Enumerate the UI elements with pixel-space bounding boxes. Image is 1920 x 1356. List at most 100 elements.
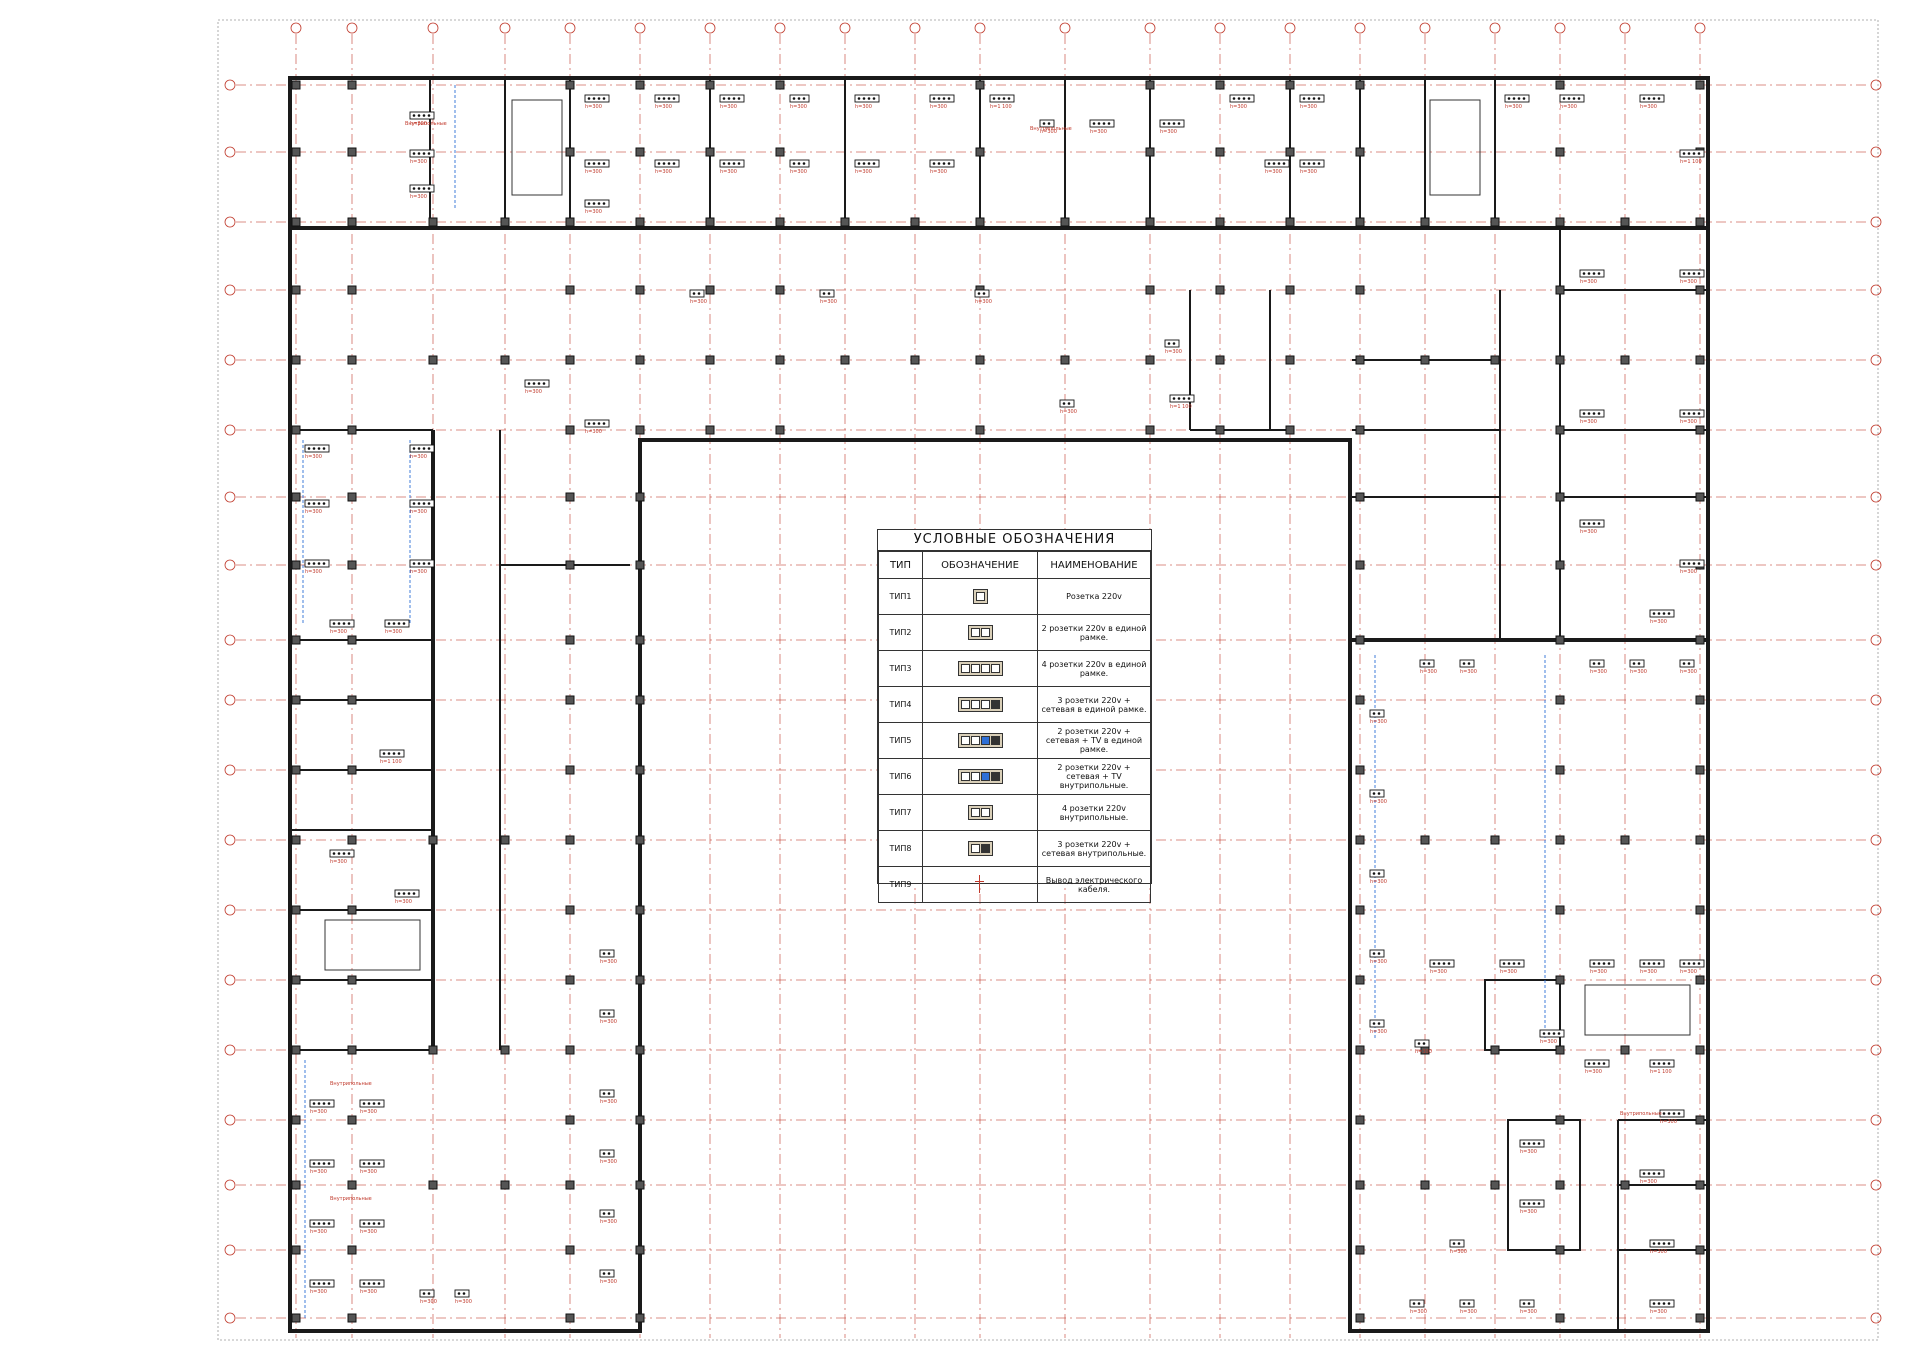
column-marker	[635, 695, 645, 705]
stair-top-left	[511, 99, 563, 196]
axis-bubble	[974, 22, 986, 34]
column-marker	[1355, 765, 1365, 775]
socket-marker: h=300	[1449, 1239, 1467, 1255]
socket-marker: h=300	[929, 159, 955, 175]
column-marker	[565, 1313, 575, 1323]
axis-bubble	[1870, 764, 1882, 776]
socket-height-label: h=300	[1370, 1029, 1387, 1035]
socket-marker: h=300	[359, 1159, 385, 1175]
socket-marker: h=300	[409, 149, 435, 165]
socket-marker: h=300	[1649, 609, 1675, 625]
column-marker	[1355, 80, 1365, 90]
socket-height-label: h=300	[1560, 104, 1577, 110]
socket-marker: h=300	[1414, 1039, 1432, 1055]
column-marker	[565, 975, 575, 985]
column-marker	[705, 80, 715, 90]
legend-name: 2 розетки 220v в единой рамке.	[1037, 614, 1151, 651]
socket-height-label: h=300	[1660, 1119, 1677, 1125]
legend-type: ТИП9	[878, 866, 923, 903]
socket-height-label: h=300	[1650, 1309, 1667, 1315]
column-marker	[1420, 1180, 1430, 1190]
column-marker	[635, 835, 645, 845]
axis-bubble	[224, 904, 236, 916]
axis-bubble	[839, 22, 851, 34]
column-marker	[565, 905, 575, 915]
floor-socket-2-net-tv-icon	[957, 769, 1003, 784]
column-marker	[1490, 355, 1500, 365]
column-marker	[1695, 1245, 1705, 1255]
column-marker	[635, 147, 645, 157]
socket-height-label: h=300	[1060, 409, 1077, 415]
socket-height-label: h=300	[410, 159, 427, 165]
socket-marker: h=1 100	[1649, 1059, 1675, 1075]
socket-height-label: h=300	[600, 1279, 617, 1285]
socket-marker: h=300	[599, 949, 617, 965]
column-marker	[565, 1245, 575, 1255]
column-marker	[347, 975, 357, 985]
column-marker	[347, 492, 357, 502]
socket-height-label: h=300	[410, 121, 427, 127]
socket-marker: h=300	[654, 159, 680, 175]
column-marker	[1695, 355, 1705, 365]
socket-height-label: h=300	[360, 1229, 377, 1235]
column-marker	[1215, 355, 1225, 365]
socket-marker: h=300	[1579, 409, 1605, 425]
column-marker	[635, 1115, 645, 1125]
socket-height-label: h=300	[1300, 169, 1317, 175]
socket-height-label: h=300	[1630, 669, 1647, 675]
socket-marker: h=300	[584, 94, 610, 110]
axis-bubble	[1870, 974, 1882, 986]
column-marker	[775, 425, 785, 435]
socket-height-label: h=300	[330, 859, 347, 865]
legend-header-name: НАИМЕНОВАНИЕ	[1037, 551, 1151, 579]
axis-bubble	[224, 764, 236, 776]
socket-2-net-tv-icon	[957, 733, 1003, 748]
column-marker	[775, 80, 785, 90]
legend-row: ТИП4 3 розетки 220v + сетевая в единой р…	[878, 686, 1151, 723]
socket-marker: h=300	[1519, 1199, 1545, 1215]
column-marker	[975, 147, 985, 157]
axis-bubble	[1489, 22, 1501, 34]
socket-height-label: h=300	[600, 1099, 617, 1105]
column-marker	[1695, 765, 1705, 775]
column-marker	[1555, 635, 1565, 645]
socket-height-label: h=300	[455, 1299, 472, 1305]
socket-height-label: h=300	[1090, 129, 1107, 135]
column-marker	[1695, 1180, 1705, 1190]
column-marker	[291, 765, 301, 775]
socket-1-icon	[972, 589, 988, 604]
column-marker	[347, 1245, 357, 1255]
socket-height-label: h=300	[1580, 419, 1597, 425]
axis-bubble	[1870, 834, 1882, 846]
socket-height-label: h=300	[1370, 719, 1387, 725]
socket-marker: h=300	[929, 94, 955, 110]
column-marker	[1555, 975, 1565, 985]
column-marker	[635, 1180, 645, 1190]
column-marker	[1355, 1180, 1365, 1190]
socket-height-label: h=300	[1230, 104, 1247, 110]
column-marker	[347, 905, 357, 915]
axis-bubble	[1870, 559, 1882, 571]
column-marker	[1420, 835, 1430, 845]
column-marker	[1145, 217, 1155, 227]
column-marker	[1695, 80, 1705, 90]
column-marker	[1555, 147, 1565, 157]
socket-height-label: h=300	[600, 1019, 617, 1025]
legend-name: 3 розетки 220v + сетевая в единой рамке.	[1037, 686, 1151, 723]
axis-bubble	[224, 216, 236, 228]
axis-bubble	[1619, 22, 1631, 34]
column-marker	[347, 835, 357, 845]
column-marker	[1555, 1115, 1565, 1125]
column-marker	[291, 835, 301, 845]
column-marker	[565, 355, 575, 365]
socket-marker: h=300	[1164, 339, 1182, 355]
axis-bubble	[1870, 79, 1882, 91]
socket-height-label: h=300	[1580, 529, 1597, 535]
axis-bubble	[1144, 22, 1156, 34]
axis-bubble	[1214, 22, 1226, 34]
column-marker	[1555, 285, 1565, 295]
column-marker	[1695, 695, 1705, 705]
socket-height-label: h=300	[420, 1299, 437, 1305]
column-marker	[1145, 80, 1155, 90]
column-marker	[975, 425, 985, 435]
